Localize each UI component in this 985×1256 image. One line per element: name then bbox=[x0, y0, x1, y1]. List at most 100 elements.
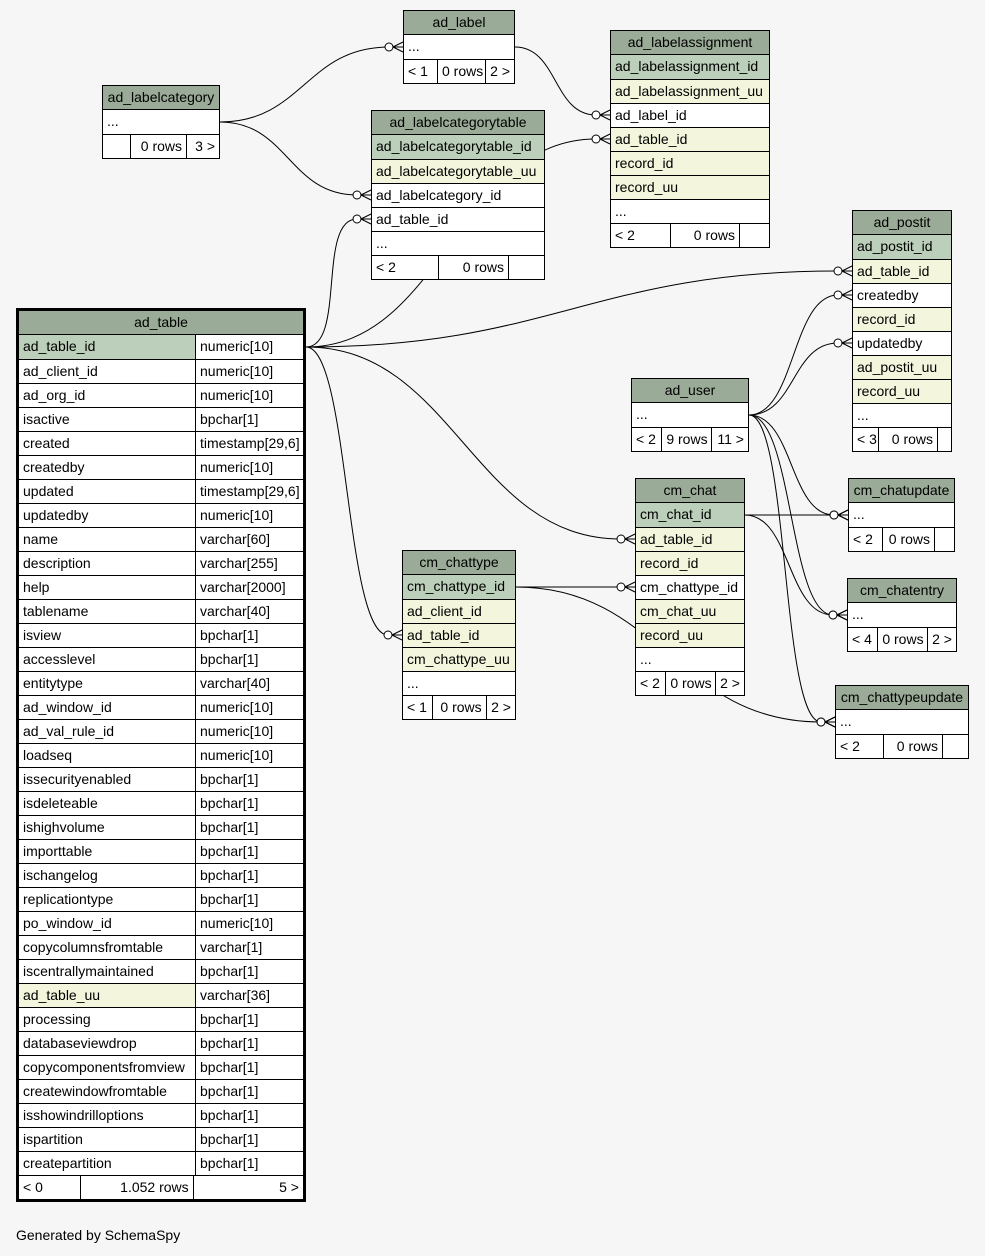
more-columns-row[interactable]: ... bbox=[836, 710, 968, 734]
column-row[interactable]: cm_chat_id bbox=[636, 503, 744, 527]
column-row[interactable]: cm_chattype_id bbox=[636, 575, 744, 599]
column-row[interactable]: ad_client_id bbox=[403, 599, 515, 623]
table-header[interactable]: ad_label bbox=[404, 11, 514, 35]
more-columns-row[interactable]: ... bbox=[372, 231, 544, 255]
children-count[interactable]: 2 > bbox=[714, 672, 744, 695]
column-row[interactable]: ad_table_id bbox=[372, 207, 544, 231]
table-header[interactable]: ad_postit bbox=[853, 211, 951, 235]
children-count[interactable] bbox=[739, 224, 769, 247]
column-row[interactable]: cm_chattype_uu bbox=[403, 647, 515, 671]
table-header[interactable]: ad_table bbox=[19, 311, 303, 335]
column-row[interactable]: ad_table_id bbox=[636, 527, 744, 551]
children-count[interactable] bbox=[937, 428, 951, 451]
more-columns-row[interactable]: ... bbox=[849, 503, 954, 527]
children-count[interactable] bbox=[942, 735, 968, 758]
column-row[interactable]: updatedby bbox=[853, 331, 951, 355]
parents-count[interactable]: < 2 bbox=[849, 528, 882, 551]
column-row[interactable]: ad_labelcategorytable_uu bbox=[372, 159, 544, 183]
column-row[interactable]: ad_table_id bbox=[853, 259, 951, 283]
table-header[interactable]: ad_user bbox=[632, 379, 748, 403]
column-row[interactable]: ad_labelcategorytable_id bbox=[372, 135, 544, 159]
table-header[interactable]: ad_labelcategory bbox=[103, 86, 219, 110]
column-row[interactable]: ad_table_id bbox=[403, 623, 515, 647]
column-row[interactable]: ad_table_id bbox=[611, 127, 769, 151]
table-header[interactable]: ad_labelcategorytable bbox=[372, 111, 544, 135]
column-row[interactable]: record_uu bbox=[636, 623, 744, 647]
table-header[interactable]: cm_chattypeupdate bbox=[836, 686, 968, 710]
parents-count[interactable]: < 2 bbox=[611, 224, 670, 247]
children-count[interactable]: 2 > bbox=[485, 60, 514, 83]
more-columns-row[interactable]: ... bbox=[611, 199, 769, 223]
column-row[interactable]: record_id bbox=[636, 551, 744, 575]
parents-count[interactable]: < 3 bbox=[853, 428, 878, 451]
column-row[interactable]: record_uu bbox=[853, 379, 951, 403]
column-row[interactable]: cm_chat_uu bbox=[636, 599, 744, 623]
column-row[interactable]: record_id bbox=[853, 307, 951, 331]
children-count[interactable]: 3 > bbox=[186, 135, 219, 158]
more-columns-row[interactable]: ... bbox=[632, 403, 748, 427]
more-columns-row[interactable]: ... bbox=[404, 35, 514, 59]
column-row[interactable]: record_id bbox=[611, 151, 769, 175]
column-row[interactable]: ad_postit_id bbox=[853, 235, 951, 259]
column-row[interactable]: ad_label_id bbox=[611, 103, 769, 127]
table-header[interactable]: cm_chattype bbox=[403, 551, 515, 575]
column-row[interactable]: cm_chattype_id bbox=[403, 575, 515, 599]
parents-count[interactable]: < 2 bbox=[372, 256, 438, 279]
parents-count[interactable]: < 2 bbox=[636, 672, 666, 695]
column-row[interactable]: record_uu bbox=[611, 175, 769, 199]
children-count[interactable]: 2 > bbox=[926, 628, 956, 651]
more-columns-row[interactable]: ... bbox=[103, 110, 219, 134]
table-header[interactable]: ad_labelassignment bbox=[611, 31, 769, 55]
children-count[interactable] bbox=[508, 256, 544, 279]
parents-count[interactable]: < 4 bbox=[848, 628, 878, 651]
more-columns-row[interactable]: ... bbox=[403, 671, 515, 695]
table-header[interactable]: cm_chat bbox=[636, 479, 744, 503]
column-row[interactable]: ad_postit_uu bbox=[853, 355, 951, 379]
column-row[interactable]: ad_labelassignment_id bbox=[611, 55, 769, 79]
table-header[interactable]: cm_chatentry bbox=[848, 579, 956, 603]
children-count[interactable]: 11 > bbox=[710, 428, 748, 451]
more-columns-row[interactable]: ... bbox=[848, 603, 956, 627]
parents-count[interactable]: < 2 bbox=[632, 428, 662, 451]
